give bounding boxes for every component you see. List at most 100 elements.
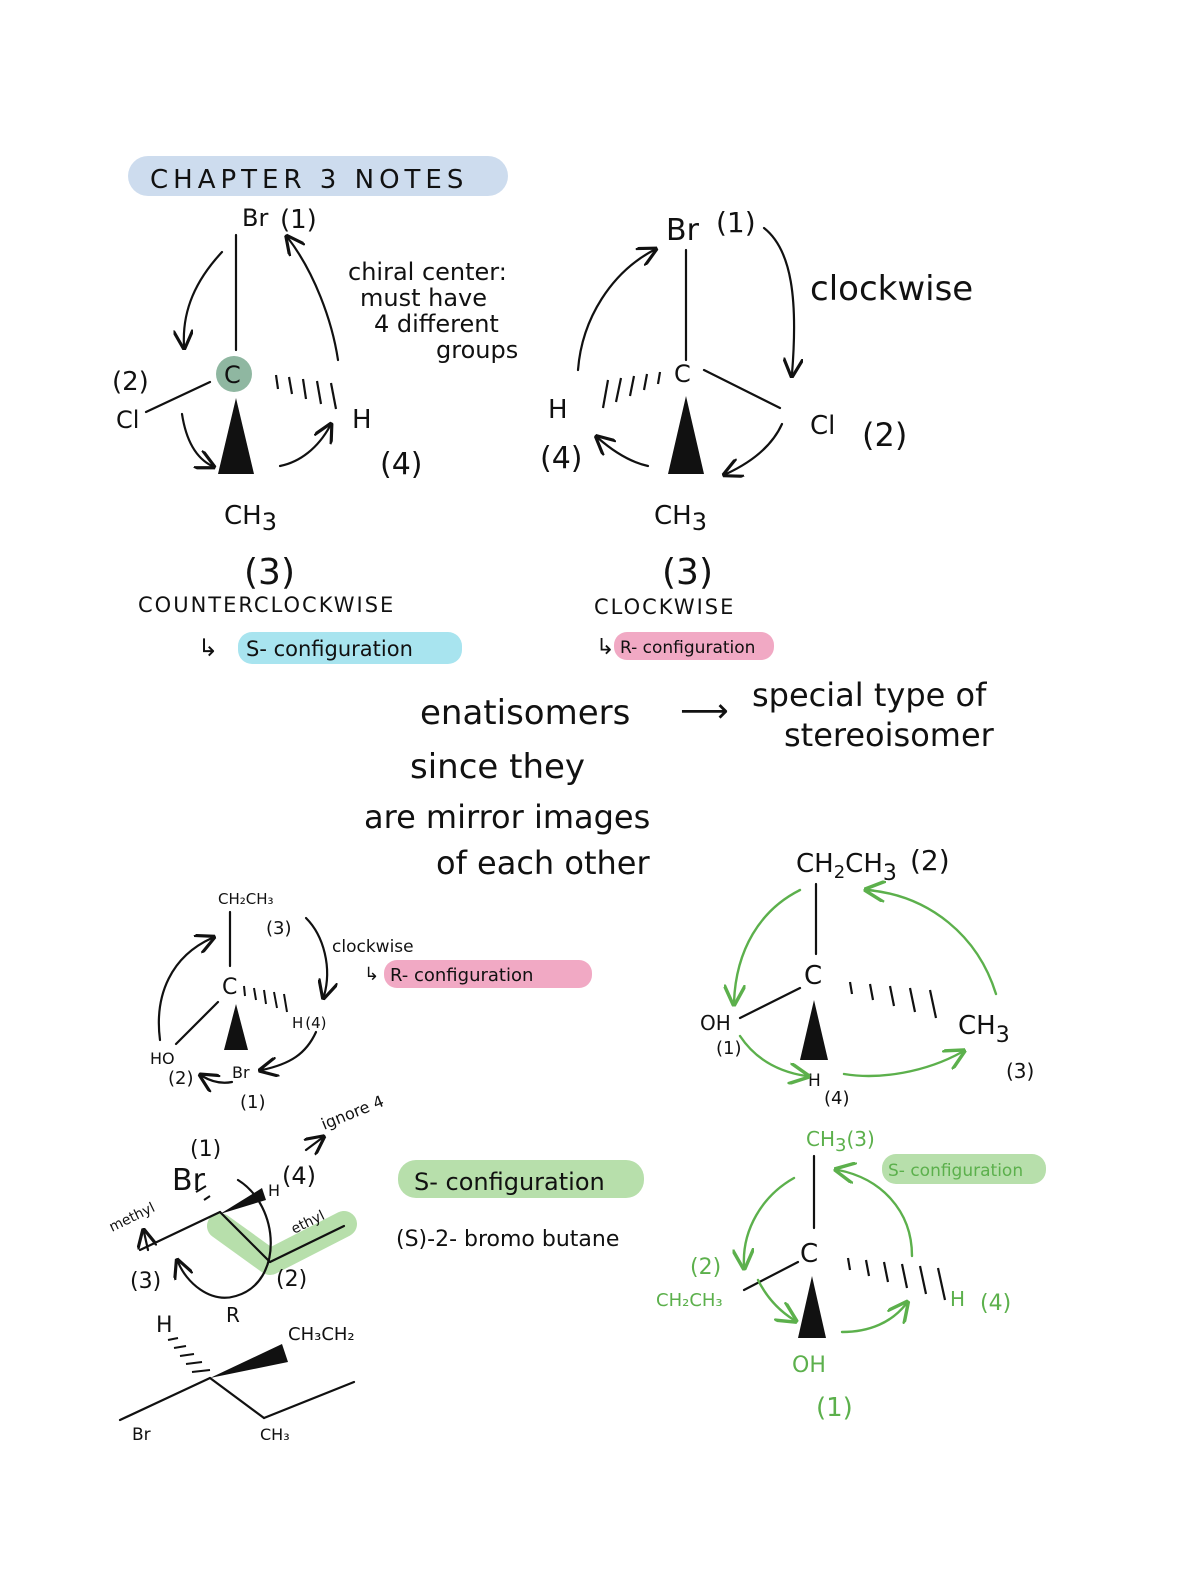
d3-arrow-symbol: ↳	[364, 964, 379, 985]
chiral-note-line-2: must have	[360, 284, 487, 312]
d1-bottom-rank: (3)	[244, 552, 295, 593]
d4-arrow-3-4	[842, 1052, 962, 1078]
d3-config-highlight	[384, 960, 592, 988]
d2-bottom-group: CH3	[654, 501, 707, 536]
d7-center-carbon: C	[800, 1239, 818, 1269]
d6-h: H	[156, 1313, 173, 1338]
d1-arrow-3-4	[278, 426, 330, 468]
d5-br-rank: (1)	[190, 1137, 221, 1162]
d3-right-group: H(4)	[292, 1014, 327, 1032]
d4-left-group: OH	[700, 1011, 731, 1035]
diagram-7-s-butan-2-ol: CH3(3) S- configuration C (2) CH₂CH₃ H (…	[656, 1127, 1046, 1423]
d7-wedge-bond	[798, 1276, 826, 1338]
d3-top-rank: (3)	[266, 918, 292, 939]
d6-group: CH₃CH₂	[288, 1324, 355, 1345]
diagram-6-2-bromobutane-wedge: H CH₃CH₂ Br CH₃	[118, 1313, 356, 1445]
d3-bottom-group: Br	[232, 1063, 250, 1082]
d2-config: R- configuration	[620, 638, 755, 658]
d5-r-label: R	[226, 1303, 240, 1327]
d7-bottom-rank: (1)	[816, 1393, 853, 1423]
d2-arrow-3-4	[598, 438, 650, 468]
d3-arrow-3-4	[304, 916, 327, 996]
d2-direction: CLOCKWISE	[594, 595, 735, 619]
d1-wedge-bond	[218, 398, 254, 474]
d2-left-rank: (4)	[540, 441, 583, 476]
d1-config: S- configuration	[246, 637, 413, 661]
d7-right-rank: (4)	[980, 1291, 1011, 1316]
d4-bottom-rank: (4)	[824, 1088, 850, 1109]
enantiomer-line-1: enatisomers	[420, 693, 630, 733]
d2-right-rank: (2)	[862, 416, 907, 454]
d1-carbon-highlight	[216, 356, 252, 392]
d7-config-highlight	[882, 1154, 1046, 1184]
chiral-center-note: chiral center: must have 4 different gro…	[348, 258, 518, 364]
diagram-4-butan-2-ol: CH2CH3 (2) C OH (1) CH3 (3) H (4)	[700, 844, 1034, 1109]
d7-right-group: H	[950, 1287, 965, 1311]
title-highlight	[128, 156, 508, 196]
d2-wedge-bond	[668, 396, 704, 474]
d4-arrow-1-2	[734, 888, 802, 1002]
d7-hash-bond	[846, 1257, 947, 1301]
d5-h-rank: (4)	[282, 1162, 316, 1190]
enantiomer-line-4: of each other	[436, 844, 650, 882]
d4-top-rank: (2)	[910, 844, 950, 877]
d5-ignore-note: ignore 4	[318, 1091, 386, 1133]
d7-arrow-2-3	[756, 1278, 794, 1320]
d2-right-group: Cl	[810, 411, 835, 441]
enantiomer-arrow: ⟶	[680, 691, 729, 731]
d1-top-rank: (1)	[280, 205, 317, 235]
d5-rank-left: (3)	[130, 1269, 161, 1294]
s-config-label: S- configuration	[414, 1168, 605, 1196]
d6-ch3: CH₃	[260, 1425, 290, 1444]
d4-arrow-2-3	[868, 890, 998, 996]
diagram-2-r-bromochloroethane: Br (1) C Cl (2) H (4) CH3 (3) clockwise …	[540, 206, 973, 660]
diagram-3-r-butanol: CH₂CH₃ (3) C H(4) HO (2) Br (1) clockwis…	[150, 890, 592, 1113]
d4-left-rank: (1)	[716, 1038, 742, 1059]
diagram-5-2-bromobutane-skeletal: (1) Br H (4) ignore 4 methyl ethyl (3) (…	[107, 1091, 387, 1327]
d5-methyl-arrow	[144, 1232, 148, 1252]
d5-h: H	[268, 1181, 280, 1200]
d2-top-rank: (1)	[716, 206, 756, 239]
d1-hash-bond	[274, 374, 338, 410]
d1-arrow-4-1	[288, 238, 340, 362]
d1-right-rank: (4)	[380, 447, 423, 482]
d3-wedge-bond	[224, 1004, 248, 1050]
d1-right-group: H	[352, 405, 372, 435]
d7-arrow-1-2	[744, 1176, 796, 1266]
chiral-note-line-4: groups	[436, 336, 518, 364]
d1-config-highlight	[238, 632, 462, 664]
d1-arrow-1-2	[184, 250, 224, 346]
enantiomer-note: enatisomers ⟶ special type of stereoisom…	[364, 676, 995, 882]
d1-bottom-group: CH3	[224, 501, 277, 536]
d4-right-group: CH3	[958, 1011, 1010, 1048]
d5-methyl: methyl	[107, 1200, 158, 1236]
chiral-note-line-3: 4 different	[374, 310, 499, 338]
d7-config: S- configuration	[888, 1161, 1023, 1181]
d1-arrow-2-3	[180, 412, 212, 466]
d4-bottom-group: H	[808, 1071, 821, 1091]
d3-center-carbon: C	[222, 975, 237, 1000]
enantiomer-right-line-2: stereoisomer	[784, 716, 995, 754]
d7-left-rank: (2)	[690, 1255, 721, 1280]
d5-br: Br	[172, 1163, 206, 1198]
chiral-note-line-1: chiral center:	[348, 258, 507, 286]
d1-direction: COUNTERCLOCKWISE	[138, 593, 395, 617]
s-config-highlight	[398, 1160, 644, 1198]
d2-arrow-2-3	[726, 422, 784, 474]
d3-arrow-1-2	[202, 1076, 234, 1083]
d1-arrow-symbol: ↳	[198, 634, 218, 662]
d3-config: R- configuration	[390, 965, 533, 986]
d7-bottom-group: OH	[792, 1353, 826, 1378]
d3-arrow-4-1	[262, 1030, 318, 1070]
d2-hash-bond	[601, 371, 662, 409]
d2-center-carbon: C	[674, 360, 691, 388]
d3-hash-bond	[243, 985, 288, 1013]
d1-top-group: Br	[242, 204, 268, 232]
d5-ignore-arrow	[306, 1138, 322, 1150]
d2-config-highlight	[614, 632, 774, 660]
enantiomer-line-3: are mirror images	[364, 798, 650, 836]
d3-left-rank: (2)	[168, 1068, 194, 1089]
diagram-1-s-bromochloroethane: Br (1) C (2) Cl H (4) CH3 (3) COUNTERCLO…	[112, 204, 462, 664]
